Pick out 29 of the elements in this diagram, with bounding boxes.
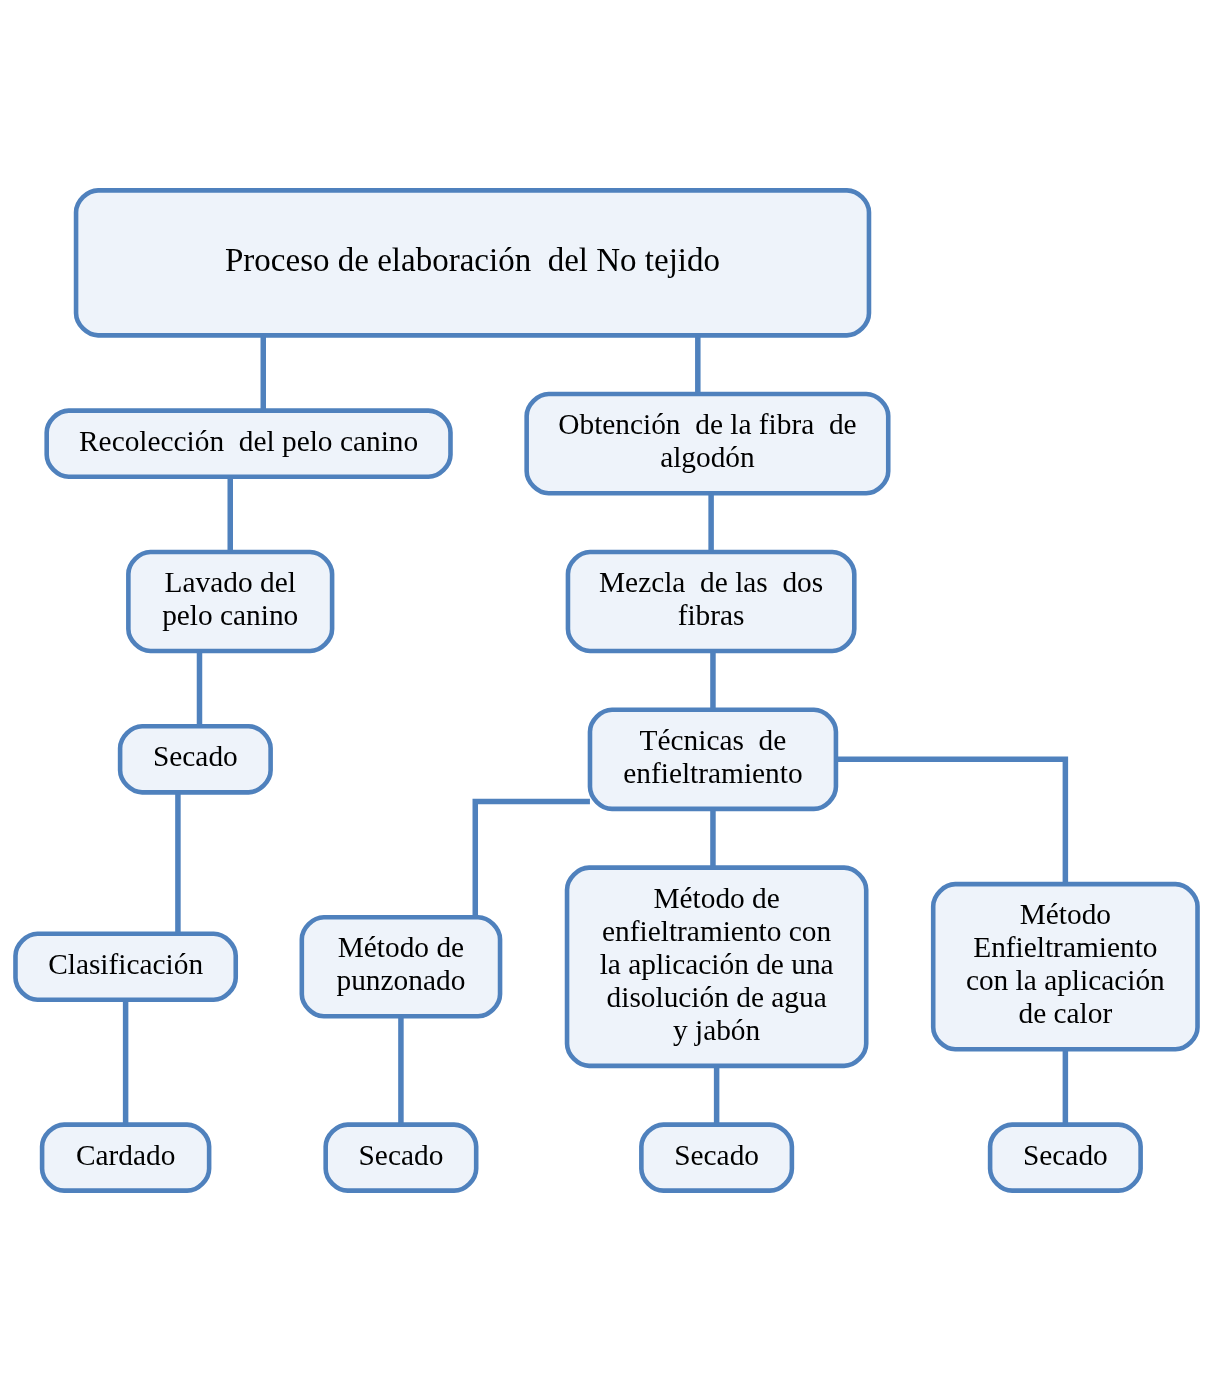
- node-box: Secado: [987, 1122, 1143, 1193]
- node-box: Secado: [639, 1122, 795, 1193]
- connector: [260, 335, 267, 411]
- node-box: Método de punzonado: [299, 914, 503, 1019]
- node-box: Método Enfieltramiento con la aplicación de calor: [930, 881, 1200, 1052]
- node-box: Secado: [117, 724, 273, 795]
- node-box: Cardado: [39, 1122, 212, 1193]
- node-box: Lavado del pelo canino: [126, 549, 335, 654]
- node-box: Técnicas de enfieltramiento: [587, 707, 839, 812]
- connector: [175, 792, 181, 934]
- node-box: Proceso de elaboración del No tejido: [73, 188, 872, 338]
- connector: [710, 809, 716, 867]
- node-box: Secado: [323, 1122, 479, 1193]
- connector: [122, 1000, 129, 1125]
- connector: [695, 335, 701, 394]
- connector: [713, 1066, 720, 1125]
- connector: [472, 798, 590, 918]
- node-box: Mezcla de las dos fibras: [565, 549, 857, 654]
- node-box: Obtención de la fibra de algodón: [524, 391, 891, 496]
- connector: [708, 493, 714, 552]
- node-box: Clasificación: [13, 931, 239, 1003]
- connector: [1062, 1049, 1069, 1125]
- node-box: Recolección del pelo canino: [44, 408, 453, 479]
- connector: [196, 651, 203, 727]
- connector: [836, 756, 1069, 884]
- connector: [227, 477, 233, 552]
- node-box: Método de enfieltramiento con la aplicación de una disolución de agua y jabón: [564, 865, 869, 1069]
- connector: [710, 651, 716, 710]
- connector: [398, 1016, 404, 1125]
